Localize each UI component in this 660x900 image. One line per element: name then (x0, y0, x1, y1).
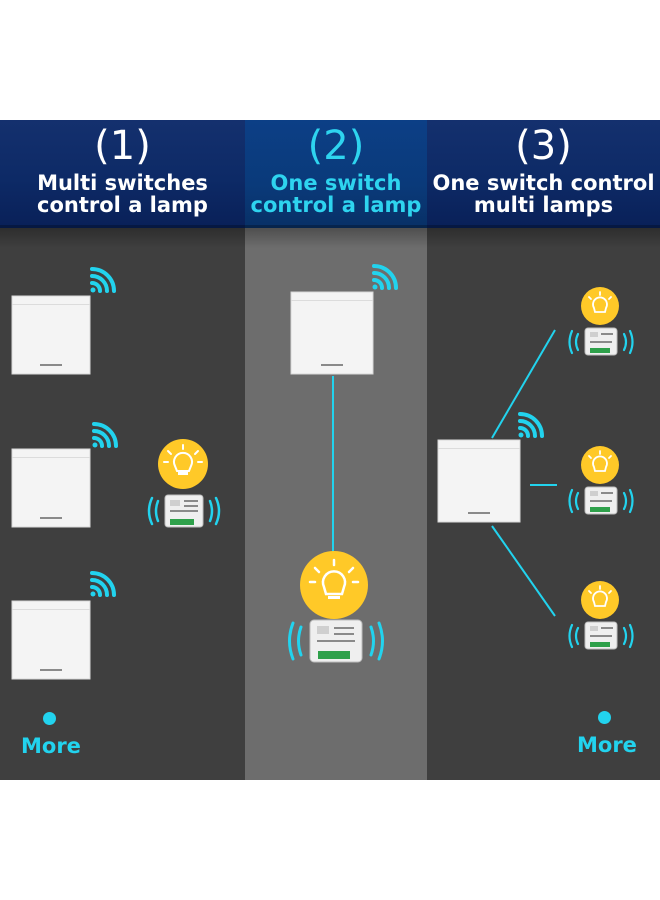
light-bulb-icon (581, 287, 619, 325)
wifi-signal-icon (90, 267, 116, 293)
relay-receiver-icon (164, 494, 204, 528)
panel-one-switch-one-lamp: (2) One switch control a lamp (245, 120, 427, 780)
relay-receiver-icon (584, 327, 618, 356)
wall-switch (437, 439, 521, 523)
panel-caption: Multi switches control a lamp (37, 171, 208, 217)
wifi-signal-icon (518, 412, 544, 438)
more-label: More (21, 734, 81, 758)
more-label: More (577, 733, 637, 757)
wifi-signal-icon (90, 571, 116, 597)
light-bulb-icon (158, 439, 208, 489)
panel-2-illustration (288, 264, 398, 663)
lamp-unit (568, 581, 634, 650)
wifi-signal-icon (92, 422, 118, 448)
panel-multi-switches: (1) Multi switches control a lamp (0, 120, 245, 780)
panel-one-switch-multi-lamps: (3) One switch control multi lamps (427, 120, 660, 780)
more-dot (598, 711, 611, 724)
wall-switch (11, 600, 91, 680)
panel-header: (1) Multi switches control a lamp (0, 120, 245, 228)
panel-caption: One switch control a lamp (250, 171, 422, 217)
panel-number: (3) (515, 123, 572, 169)
panel-header: (3) One switch control multi lamps (427, 120, 660, 228)
wifi-signal-icon (372, 264, 398, 290)
relay-receiver-icon (309, 619, 363, 663)
light-bulb-icon (300, 551, 368, 619)
panel-number: (1) (94, 123, 151, 169)
wall-switch (11, 295, 91, 375)
panel-number: (2) (307, 123, 365, 169)
connection-lines (491, 329, 557, 617)
lamp-unit (568, 446, 634, 515)
wall-switch (290, 291, 374, 375)
light-bulb-icon (581, 581, 619, 619)
wall-switch (11, 448, 91, 528)
more-dot (43, 712, 56, 725)
light-bulb-icon (581, 446, 619, 484)
lamp-unit (568, 287, 634, 356)
relay-receiver-icon (584, 621, 618, 650)
relay-receiver-icon (584, 486, 618, 515)
panel-3-illustration (437, 287, 634, 650)
panel-header: (2) One switch control a lamp (245, 120, 427, 228)
panel-1-illustration (11, 267, 221, 680)
panel-caption: One switch control multi lamps (432, 171, 655, 217)
